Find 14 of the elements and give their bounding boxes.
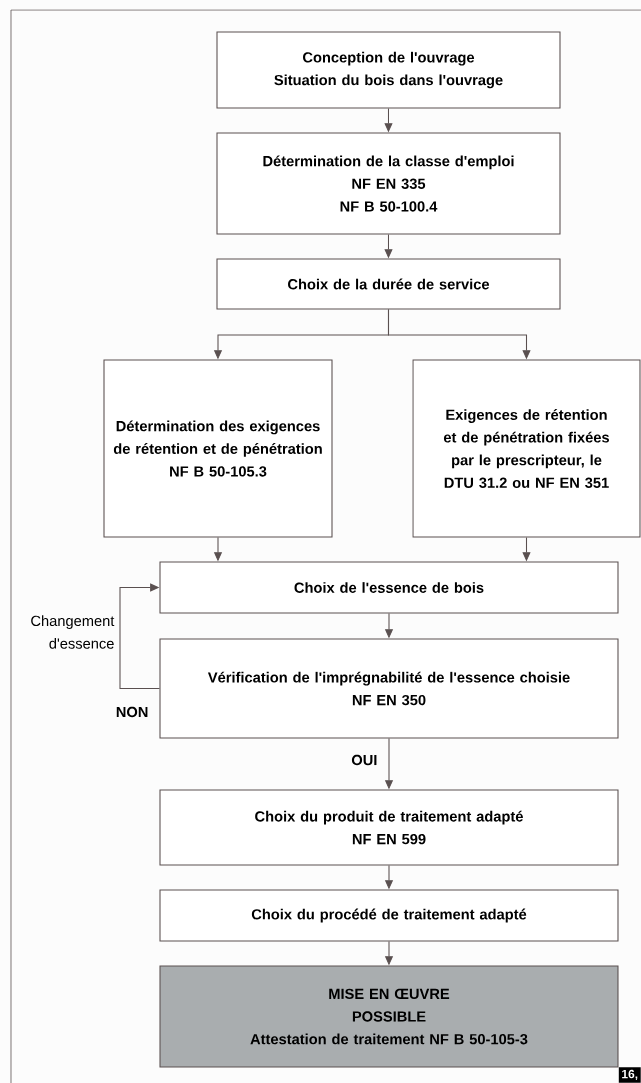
arrow — [119, 583, 160, 690]
process-box: Choix du procédé de traitement adapté — [159, 889, 619, 942]
process-box: Exigences de rétention et de pénétration fixées par le prescripteur, le DTU 31.2 ou NF EN 351 — [412, 359, 641, 538]
process-box: Conception de l'ouvrage Situation du bois dans l'ouvrage — [216, 31, 561, 109]
edge-label: Changement d'essence — [31, 615, 115, 649]
process-box: Choix de la durée de service — [216, 258, 561, 310]
edge-label: OUI — [351, 754, 377, 766]
process-box: Détermination des exigences de rétention et de pénétration NF B 50-105.3 — [103, 359, 333, 538]
process-box: Détermination de la classe d'emploi NF EN 335 NF B 50-100.4 — [216, 132, 561, 235]
process-box: Choix de l'essence de bois — [159, 561, 619, 614]
process-box: Choix du produit de traitement adapté NF EN 599 — [159, 789, 619, 866]
process-box: Vérification de l'imprégnabilité de l'essence choisie NF EN 350 — [159, 638, 619, 739]
result-box: MISE EN ŒUVRE POSSIBLE Attestation de traitement NF B 50-105-3 — [159, 965, 619, 1068]
figure-number: 16, — [618, 1067, 641, 1083]
